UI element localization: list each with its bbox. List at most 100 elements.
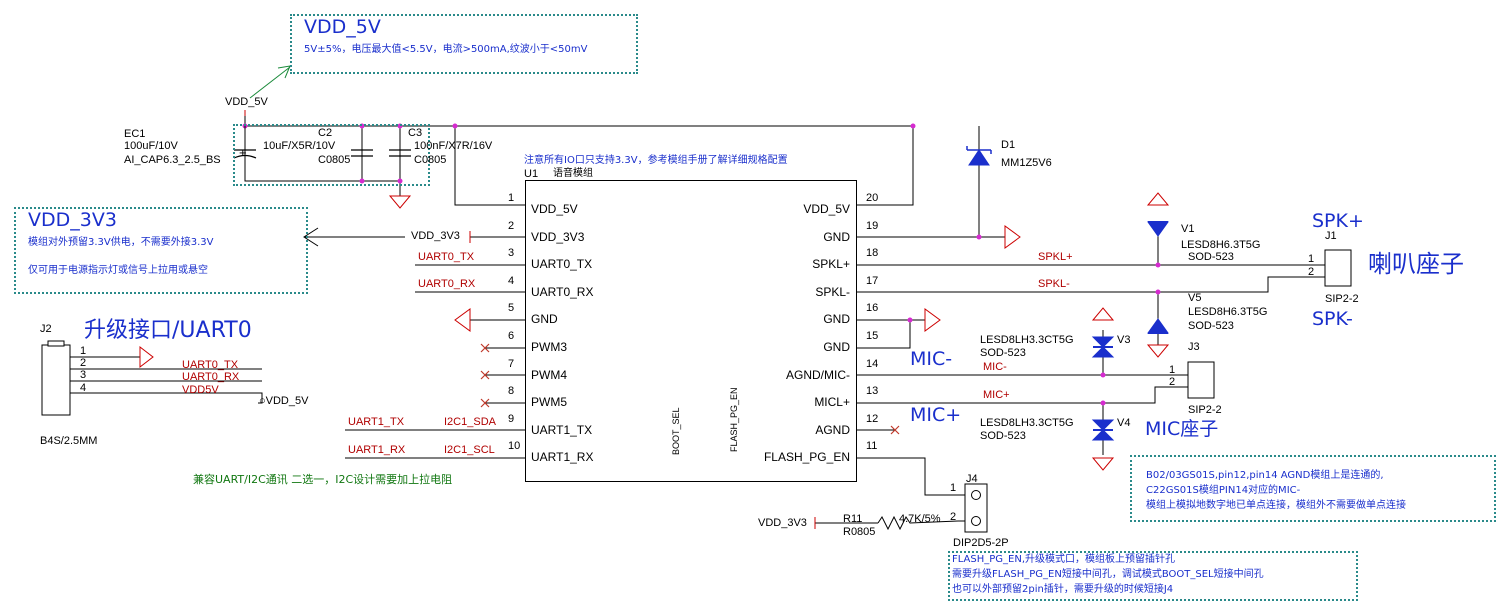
vdd5v-note-title: VDD_5V <box>304 16 381 38</box>
vdd5v-note-text: 5V±5%，电压最大值<5.5V，电流>500mA,纹波小于<50mV <box>304 44 588 55</box>
v4-package: SOD-523 <box>980 430 1026 442</box>
j2-pin4-wire <box>70 392 263 404</box>
j2-title: 升级接口/UART0 <box>84 318 252 343</box>
gnd-symbol-v3 <box>1091 307 1115 321</box>
c3-package: C0805 <box>414 154 447 166</box>
j1-pin-2: 2 <box>1308 266 1315 278</box>
uart1-tx-net: UART1_TX <box>348 416 405 428</box>
d1-symbol <box>966 146 992 166</box>
v1-symbol <box>1147 221 1169 237</box>
c3-value: 100nF/X7R/16V <box>414 140 493 152</box>
j2-body <box>41 344 71 416</box>
u1-right-pin-number: 14 <box>866 357 879 370</box>
j3-title: MIC座子 <box>1145 418 1219 440</box>
v3-value: LESD8LH3.3CT5G <box>980 334 1074 346</box>
flash-note-line1: FLASH_PG_EN,升级模式口，模组板上预留插针孔 <box>952 554 1176 565</box>
v3-ref: V3 <box>1117 334 1131 346</box>
u1-right-pin-number: 15 <box>866 330 879 342</box>
v5-package: SOD-523 <box>1188 320 1234 332</box>
u1-right-pin-number: 19 <box>866 219 879 232</box>
u1-right-pin-number: 17 <box>866 274 879 287</box>
c3-ref: C3 <box>408 127 423 139</box>
j3-ref: J3 <box>1188 341 1200 353</box>
vdd3v3-note-line1: 模组对外预留3.3V供电，不需要外接3.3V <box>28 237 214 248</box>
vdd5v-note-box <box>290 14 638 74</box>
agnd-note-line3: 模组上模拟地数字地已单点连接，模组外不需要做单点连接 <box>1146 500 1406 511</box>
pin11-wire <box>855 457 965 496</box>
j2-pin-1: 1 <box>80 345 87 357</box>
ec1-package: AI_CAP6.3_2.5_BS <box>124 154 221 166</box>
u1-right-pin-number: 11 <box>866 440 878 453</box>
v5-symbol <box>1147 318 1169 334</box>
j3-package: SIP2-2 <box>1188 404 1222 416</box>
j2-package: B4S/2.5MM <box>40 435 98 447</box>
spkl-minus-net: SPKL- <box>1038 278 1070 290</box>
j4-ref: J4 <box>966 473 978 485</box>
gnd-arrow-j2 <box>139 345 154 369</box>
u1-left-pin-number: 6 <box>508 330 515 342</box>
v4-ref: V4 <box>1117 417 1131 429</box>
j3-pin-2: 2 <box>1169 376 1176 388</box>
red-wires <box>139 110 1170 529</box>
flash-note-box <box>948 551 1358 601</box>
r11-ref: R11 <box>843 513 863 525</box>
u1-right-pin-name: AGND <box>815 422 850 437</box>
c2-ref: C2 <box>318 127 333 139</box>
u1-left-pin-name: UART0_RX <box>531 284 594 299</box>
v1-value: LESD8H6.3T5G <box>1181 239 1261 251</box>
u1-left-pin-name: VDD_5V <box>531 202 578 216</box>
d1-value: MM1Z5V6 <box>1001 157 1052 169</box>
u1-left-pin-name: UART0_TX <box>531 257 593 272</box>
vdd5v-to-u1 <box>454 126 525 206</box>
mic-plus-wire <box>855 386 1175 404</box>
i2c1-sda-net: I2C1_SDA <box>444 416 496 428</box>
pin15-wire <box>855 320 911 349</box>
u1-right-pin-name: AGND/MIC- <box>786 367 850 382</box>
r11-symbol <box>877 515 959 531</box>
tvs-symbols <box>1091 221 1169 441</box>
agnd-note-line2: C22GS01S模组PIN14对应的MIC- <box>1146 485 1301 496</box>
vdd5v-net-label: VDD_5V <box>225 96 268 108</box>
u1-left-pin-name: PWM3 <box>531 340 567 354</box>
u1-right-pin-name: GND <box>823 229 850 244</box>
j2-pin-3: 3 <box>80 369 87 381</box>
spk-minus-label: SPK- <box>1312 308 1353 330</box>
ec1-ref: EC1 <box>124 128 146 140</box>
u1-right-pin-number: 20 <box>866 192 879 204</box>
j3-body <box>1187 361 1215 399</box>
gnd-symbol-v4 <box>1091 457 1115 471</box>
u1-right-pin-number: 16 <box>866 302 879 315</box>
spkl-minus-wire <box>855 276 1312 293</box>
c2-symbol <box>351 149 373 157</box>
spkl-plus-net: SPKL+ <box>1038 251 1073 263</box>
c2-package: C0805 <box>318 154 351 166</box>
spk-plus-label: SPK+ <box>1312 210 1364 232</box>
j2-net-vdd5v: VDD5V <box>182 384 219 396</box>
vdd3v3-note-title: VDD_3V3 <box>28 209 117 231</box>
flash-note-line3: 也可以外部预留2pin插针，需要升级的时候短接J4 <box>952 584 1174 595</box>
gnd-arrow-pin19 <box>1004 225 1021 249</box>
j3-pin-1: 1 <box>1169 364 1176 376</box>
cap-group-box <box>233 124 430 186</box>
r11-vdd-net: VDD_3V3 <box>758 517 807 529</box>
u1-left-pin-name: VDD_3V3 <box>531 229 585 244</box>
r11-package: R0805 <box>843 526 876 538</box>
j4-pin-1: 1 <box>950 482 957 494</box>
wires <box>70 65 1312 524</box>
u1-ref: U1 <box>524 168 539 180</box>
u1-left-pin-name: GND <box>531 312 558 327</box>
v3-package: SOD-523 <box>980 347 1026 359</box>
v1-ref: V1 <box>1181 223 1195 235</box>
u1-left-pin-number: 5 <box>508 302 515 315</box>
j4-package: DIP2D5-2P <box>953 537 1009 549</box>
uart1-rx-net: UART1_RX <box>348 444 406 456</box>
u1-left-pin-name: UART1_RX <box>531 450 594 465</box>
v5-ref: V5 <box>1188 292 1202 304</box>
vdd3v3-note-line2: 仅可用于电源指示灯或信号上拉用或悬空 <box>28 265 208 276</box>
gnd-symbol-v1 <box>1146 192 1170 206</box>
u1-right-pin-name: SPKL- <box>815 284 850 299</box>
c2-value: 10uF/X5R/10V <box>263 140 336 152</box>
v4-value: LESD8LH3.3CT5G <box>980 417 1074 429</box>
j1-package: SIP2-2 <box>1325 293 1359 305</box>
j4-pin-2: 2 <box>950 511 957 523</box>
